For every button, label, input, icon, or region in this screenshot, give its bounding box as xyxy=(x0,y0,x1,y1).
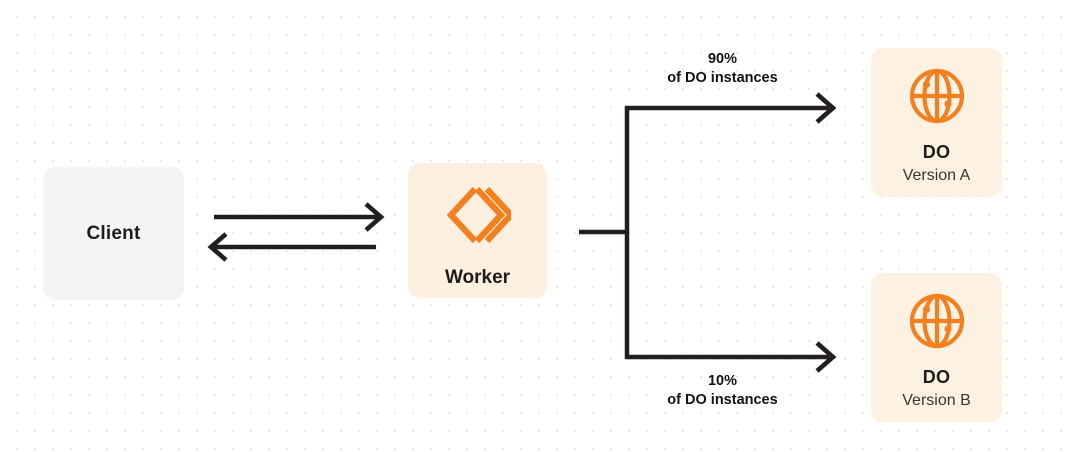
node-client-label: Client xyxy=(86,222,141,244)
edge-client-to-worker xyxy=(214,202,385,232)
node-worker-label: Worker xyxy=(444,267,511,288)
edge-label-do-a-caption: of DO instances xyxy=(667,70,778,86)
edge-label-do-b-percent: 10% xyxy=(707,373,738,389)
edge-label-do-b: 10% of DO instances xyxy=(635,372,810,410)
edge-branch-to-do-a xyxy=(625,92,837,124)
node-do-version-b[interactable]: DO Version B xyxy=(871,273,1002,422)
node-do-a-title: DO xyxy=(922,142,951,162)
node-worker[interactable]: Worker xyxy=(408,163,547,298)
edge-worker-to-client xyxy=(207,232,376,262)
cloudflare-workers-icon xyxy=(445,185,511,245)
node-do-b-subtitle: Version B xyxy=(902,392,971,409)
edge-label-do-a: 90% of DO instances xyxy=(635,50,810,88)
globe-icon xyxy=(908,292,966,350)
node-do-a-subtitle: Version A xyxy=(902,167,971,184)
globe-icon xyxy=(908,67,966,125)
edge-label-do-a-percent: 90% xyxy=(707,51,738,67)
edge-label-do-b-caption: of DO instances xyxy=(667,392,778,408)
node-client[interactable]: Client xyxy=(43,167,184,300)
node-do-b-title: DO xyxy=(922,367,951,387)
node-do-version-a[interactable]: DO Version A xyxy=(871,48,1002,197)
edge-branch-to-do-b xyxy=(625,341,837,373)
